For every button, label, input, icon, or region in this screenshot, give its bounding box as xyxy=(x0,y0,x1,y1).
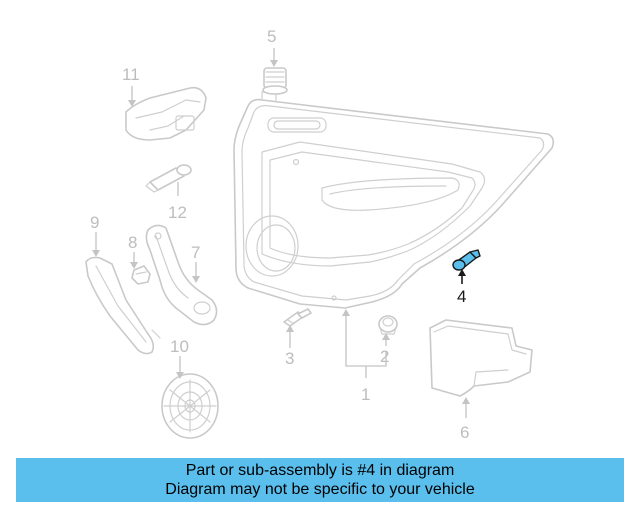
part-3-screw[interactable] xyxy=(283,308,312,327)
callout-1: 1 xyxy=(361,385,370,404)
part-2-clip[interactable] xyxy=(378,315,398,335)
banner-line-1: Part or sub-assembly is #4 in diagram xyxy=(185,462,455,479)
info-banner: Part or sub-assembly is #4 in diagram Di… xyxy=(16,458,624,502)
part-10-speaker[interactable] xyxy=(161,373,219,439)
callout-7: 7 xyxy=(191,243,200,262)
callout-4: 4 xyxy=(457,287,466,306)
part-7-armrest-bracket[interactable] xyxy=(145,224,218,326)
part-11-housing[interactable] xyxy=(125,86,207,141)
callout-9: 9 xyxy=(90,213,99,232)
banner-line-2: Diagram may not be specific to your vehi… xyxy=(165,481,475,498)
callout-3: 3 xyxy=(285,349,294,368)
part-6-water-shield[interactable] xyxy=(429,319,533,397)
callout-6: 6 xyxy=(460,423,469,442)
callout-10: 10 xyxy=(170,337,189,356)
callout-11: 11 xyxy=(122,65,140,84)
callout-8: 8 xyxy=(128,233,137,252)
part-4-fastener-highlighted[interactable] xyxy=(452,249,481,271)
callout-5: 5 xyxy=(267,27,276,46)
part-9-pull-handle[interactable] xyxy=(85,256,161,355)
parts-diagram: 5 11 12 9 8 7 10 3 2 1 6 4 xyxy=(85,27,555,442)
callout-2: 2 xyxy=(380,347,389,366)
part-12-lamp[interactable] xyxy=(145,164,192,193)
part-8-bracket[interactable] xyxy=(131,265,151,285)
part-5-grommet[interactable] xyxy=(262,67,288,95)
callout-12: 12 xyxy=(168,203,187,222)
door-trim-panel[interactable] xyxy=(233,91,555,309)
